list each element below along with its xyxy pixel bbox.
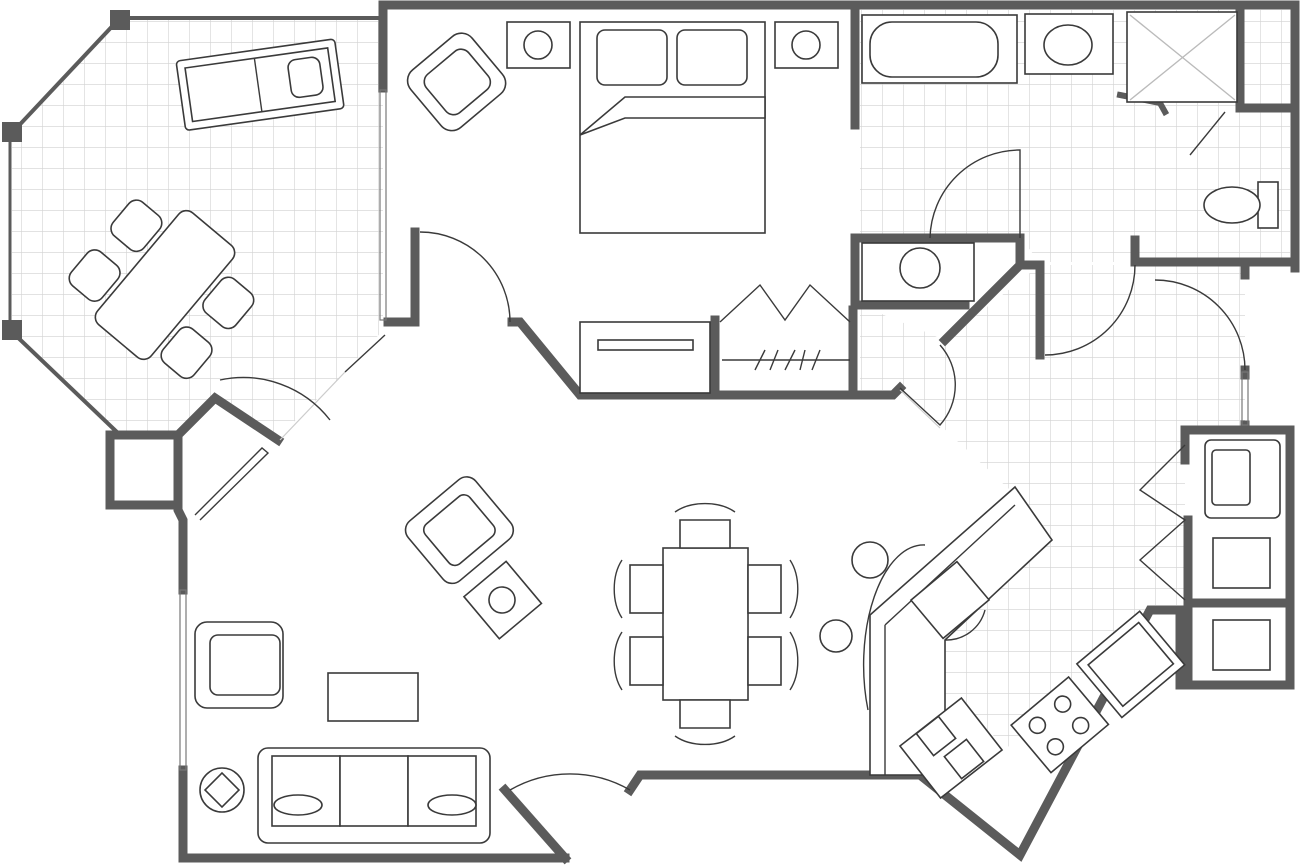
sliding-door[interactable] xyxy=(194,447,270,521)
bedroom-left-wall-bottom xyxy=(383,227,420,327)
bar-stool[interactable] xyxy=(819,619,853,653)
patio-slider[interactable] xyxy=(344,334,386,373)
patio-corner-wall xyxy=(171,392,285,447)
living-bottom-exterior xyxy=(178,765,570,863)
bedroom-armchair[interactable] xyxy=(402,27,511,136)
closet-shelf xyxy=(1212,537,1271,589)
hall-door-2[interactable] xyxy=(1154,279,1246,371)
side-armchair[interactable] xyxy=(194,621,284,709)
living-bottom-wall xyxy=(498,783,572,865)
lamp-icon xyxy=(791,30,821,60)
closet-right-exterior xyxy=(623,425,1295,862)
vanity-sink xyxy=(899,247,941,289)
patio-post xyxy=(110,10,130,30)
toilet xyxy=(1203,181,1279,229)
vanity-door[interactable] xyxy=(899,344,956,426)
shower-door[interactable] xyxy=(1189,111,1226,156)
patio-glass xyxy=(279,371,346,441)
hall-kitchen-floor xyxy=(860,265,1245,755)
bedroom-bottom-wall xyxy=(507,317,907,400)
sofa[interactable] xyxy=(257,747,491,844)
patio-post xyxy=(2,122,22,142)
dishwasher xyxy=(909,560,991,640)
bedroom-door[interactable] xyxy=(419,231,511,323)
chaise-lounge[interactable] xyxy=(175,38,345,131)
bathroom-fixtures xyxy=(861,11,1279,302)
hall-door[interactable] xyxy=(1044,264,1136,356)
hangers xyxy=(754,349,821,371)
bedroom-left-wall-top xyxy=(378,0,1300,273)
entry-door[interactable] xyxy=(509,773,631,791)
hall-wall xyxy=(1015,260,1045,360)
coffee-table xyxy=(327,672,419,722)
kitchen xyxy=(819,485,1186,800)
bathtub-basin xyxy=(869,21,999,78)
bedroom-window xyxy=(379,89,387,321)
bath-bottom-wall xyxy=(850,233,1025,347)
lamp-icon xyxy=(523,30,553,60)
closet-shelf xyxy=(1212,619,1271,671)
living-armchair[interactable] xyxy=(401,472,519,588)
kitchen-window xyxy=(899,389,941,429)
doors xyxy=(219,91,1246,791)
shower-drain xyxy=(1129,14,1236,101)
bar-stool[interactable] xyxy=(851,541,889,579)
bar-overhang xyxy=(862,544,926,711)
living-left-wall xyxy=(105,430,188,595)
dresser xyxy=(579,321,711,394)
cushion xyxy=(273,794,323,816)
closet-bifold-door[interactable] xyxy=(719,283,851,323)
pillow xyxy=(676,29,748,86)
laundry xyxy=(1204,439,1281,671)
patio-upper-diagonal xyxy=(7,15,123,138)
patio-dining-set[interactable] xyxy=(57,178,273,393)
dresser-drawer xyxy=(597,339,694,351)
end-table xyxy=(462,560,543,640)
patio-furniture xyxy=(57,38,345,393)
bathroom-door[interactable] xyxy=(929,149,1021,239)
living-window xyxy=(179,589,187,771)
pillow xyxy=(596,29,668,86)
living-furniture xyxy=(194,472,799,844)
washer-lid xyxy=(1211,449,1251,506)
dining-set[interactable] xyxy=(613,502,799,746)
bedroom-furniture xyxy=(402,21,850,394)
patio-door[interactable] xyxy=(219,376,331,421)
stove xyxy=(1010,675,1110,774)
bed-sheet-fold xyxy=(579,96,766,136)
cushion xyxy=(427,794,477,816)
hall-window xyxy=(1241,371,1249,426)
refrigerator xyxy=(1075,610,1186,719)
kitchen-sink xyxy=(898,696,1004,800)
dishwasher-door-swing xyxy=(944,609,986,641)
vanity-wall xyxy=(850,233,970,310)
patio-post xyxy=(2,320,22,340)
windows xyxy=(179,89,1249,771)
laundry-bifold-door[interactable] xyxy=(1138,444,1187,601)
bar-counter-edge xyxy=(884,504,1016,775)
sink xyxy=(1043,24,1093,66)
round-side-table-top xyxy=(203,771,241,809)
patio-lower-diagonal xyxy=(7,327,123,438)
